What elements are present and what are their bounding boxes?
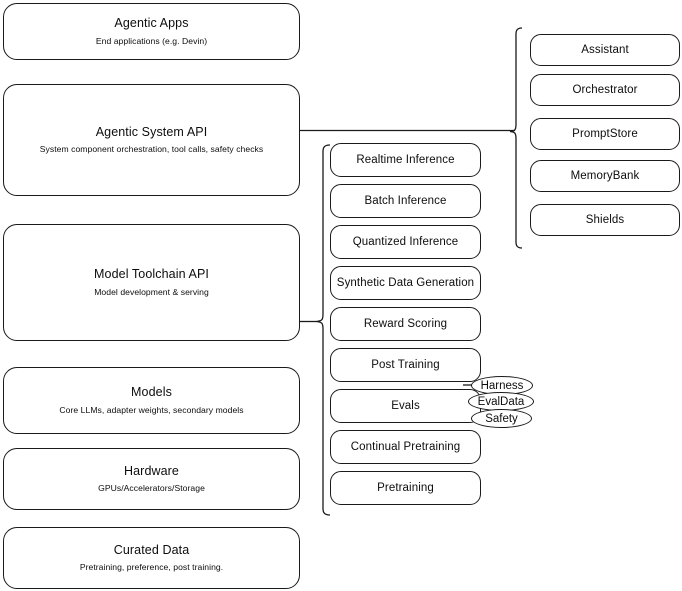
layer-subtitle: System component orchestration, tool cal… [39,144,264,155]
evals-pill-label: Safety [485,412,518,425]
capability-box-quantized-inference[interactable]: Quantized Inference [330,225,481,259]
layer-box-agentic-apps[interactable]: Agentic Apps End applications (e.g. Devi… [3,3,300,60]
system-component-label: PromptStore [572,127,638,140]
layer-box-agentic-system-api[interactable]: Agentic System API System component orch… [3,84,300,196]
layer-box-model-toolchain-api[interactable]: Model Toolchain API Model development & … [3,224,300,341]
layer-title: Hardware [124,463,179,478]
brace-toolchain-capabilities [315,144,331,516]
system-component-box-promptstore[interactable]: PromptStore [530,118,680,150]
layer-title: Models [131,385,172,400]
layer-title: Agentic System API [95,124,208,139]
capability-label: Reward Scoring [363,317,448,330]
system-component-box-orchestrator[interactable]: Orchestrator [530,74,680,106]
system-component-label: Assistant [581,43,629,56]
system-component-label: MemoryBank [570,169,640,182]
capability-box-post-training[interactable]: Post Training [330,348,481,382]
evals-pill-label: Harness [480,379,524,392]
layer-subtitle: End applications (e.g. Devin) [95,35,208,46]
layer-box-curated-data[interactable]: Curated Data Pretraining, preference, po… [3,527,300,589]
layer-box-models[interactable]: Models Core LLMs, adapter weights, secon… [3,367,300,434]
layer-subtitle: Pretraining, preference, post training. [79,562,224,573]
brace-system-components [509,27,523,249]
capability-box-evals[interactable]: Evals [330,389,481,423]
layer-title: Agentic Apps [114,16,189,31]
capability-box-batch-inference[interactable]: Batch Inference [330,184,481,218]
system-component-box-assistant[interactable]: Assistant [530,34,680,66]
capability-label: Evals [391,399,420,412]
capability-label: Pretraining [377,481,434,494]
evals-pill-label: EvalData [477,395,525,408]
evals-pill-safety[interactable]: Safety [471,409,532,428]
system-component-label: Orchestrator [572,83,638,96]
capability-box-continual-pretraining[interactable]: Continual Pretraining [330,430,481,464]
capability-label: Batch Inference [364,194,447,207]
evals-pill-evaldata[interactable]: EvalData [468,392,534,411]
capability-box-pretraining[interactable]: Pretraining [330,471,481,505]
system-component-box-shields[interactable]: Shields [530,204,680,236]
layer-title: Curated Data [113,542,190,557]
capability-label: Quantized Inference [352,235,459,248]
capability-label: Continual Pretraining [350,440,461,453]
system-component-box-memorybank[interactable]: MemoryBank [530,160,680,192]
layer-title: Model Toolchain API [94,267,209,282]
layer-subtitle: GPUs/Accelerators/Storage [98,483,205,494]
capability-label: Synthetic Data Generation [336,276,475,289]
layer-subtitle: Core LLMs, adapter weights, secondary mo… [59,404,244,415]
system-component-label: Shields [585,213,625,226]
layer-box-hardware[interactable]: Hardware GPUs/Accelerators/Storage [3,448,300,510]
capability-label: Post Training [371,358,440,371]
layer-subtitle: Model development & serving [94,286,209,297]
capability-box-realtime-inference[interactable]: Realtime Inference [330,143,481,177]
capability-box-synthetic-data-generation[interactable]: Synthetic Data Generation [330,266,481,300]
capability-label: Realtime Inference [356,153,455,166]
capability-box-reward-scoring[interactable]: Reward Scoring [330,307,481,341]
